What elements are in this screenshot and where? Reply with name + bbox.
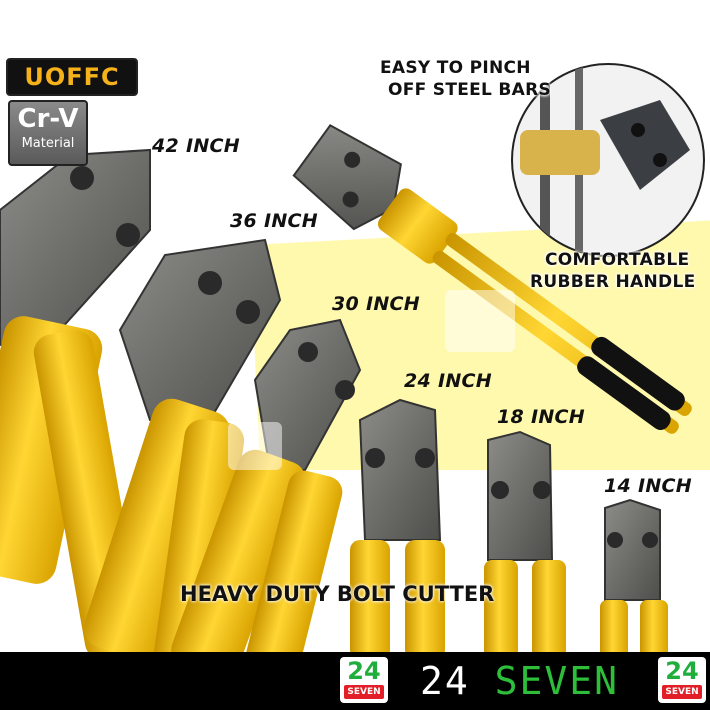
size-label-42: 42 INCH	[152, 135, 240, 157]
brand-logo: UOFFC	[6, 58, 138, 96]
size-label-24: 24 INCH	[404, 370, 492, 392]
feature-pinch-line2: OFF STEEL BARS	[388, 80, 552, 100]
watermark-logo	[195, 185, 515, 470]
badge-left-number: 24	[347, 657, 381, 685]
badge-right-word: SEVEN	[662, 685, 702, 699]
size-label-30: 30 INCH	[332, 293, 420, 315]
cutter-18-inch	[484, 430, 566, 660]
size-label-18: 18 INCH	[497, 406, 585, 428]
feature-pinch-line1: EASY TO PINCH	[380, 58, 531, 78]
footer-badge-right: 24 SEVEN	[658, 657, 706, 703]
product-title: HEAVY DUTY BOLT CUTTER	[180, 582, 495, 606]
feature-handle-line2: RUBBER HANDLE	[530, 272, 696, 292]
material-badge: Cr-V Material	[8, 100, 88, 166]
footer-badge-left: 24 SEVEN	[340, 657, 388, 703]
material-label: Material	[21, 136, 75, 151]
footer-word: SEVEN	[494, 659, 620, 703]
inset-closeup	[511, 63, 705, 257]
footer-digits: 24	[420, 659, 470, 703]
footer-brand-text: 24 SEVEN	[420, 660, 619, 702]
badge-left-word: SEVEN	[344, 685, 384, 699]
badge-right-number: 24	[665, 657, 699, 685]
brand-name: UOFFC	[24, 63, 120, 91]
cutter-36-inch	[83, 238, 282, 681]
feature-handle-line1: COMFORTABLE	[545, 250, 690, 270]
cutter-14-inch	[600, 498, 668, 660]
size-label-14: 14 INCH	[604, 475, 692, 497]
material-code: Cr-V	[17, 104, 79, 134]
cutter-24-inch	[350, 398, 445, 660]
size-label-36: 36 INCH	[230, 210, 318, 232]
